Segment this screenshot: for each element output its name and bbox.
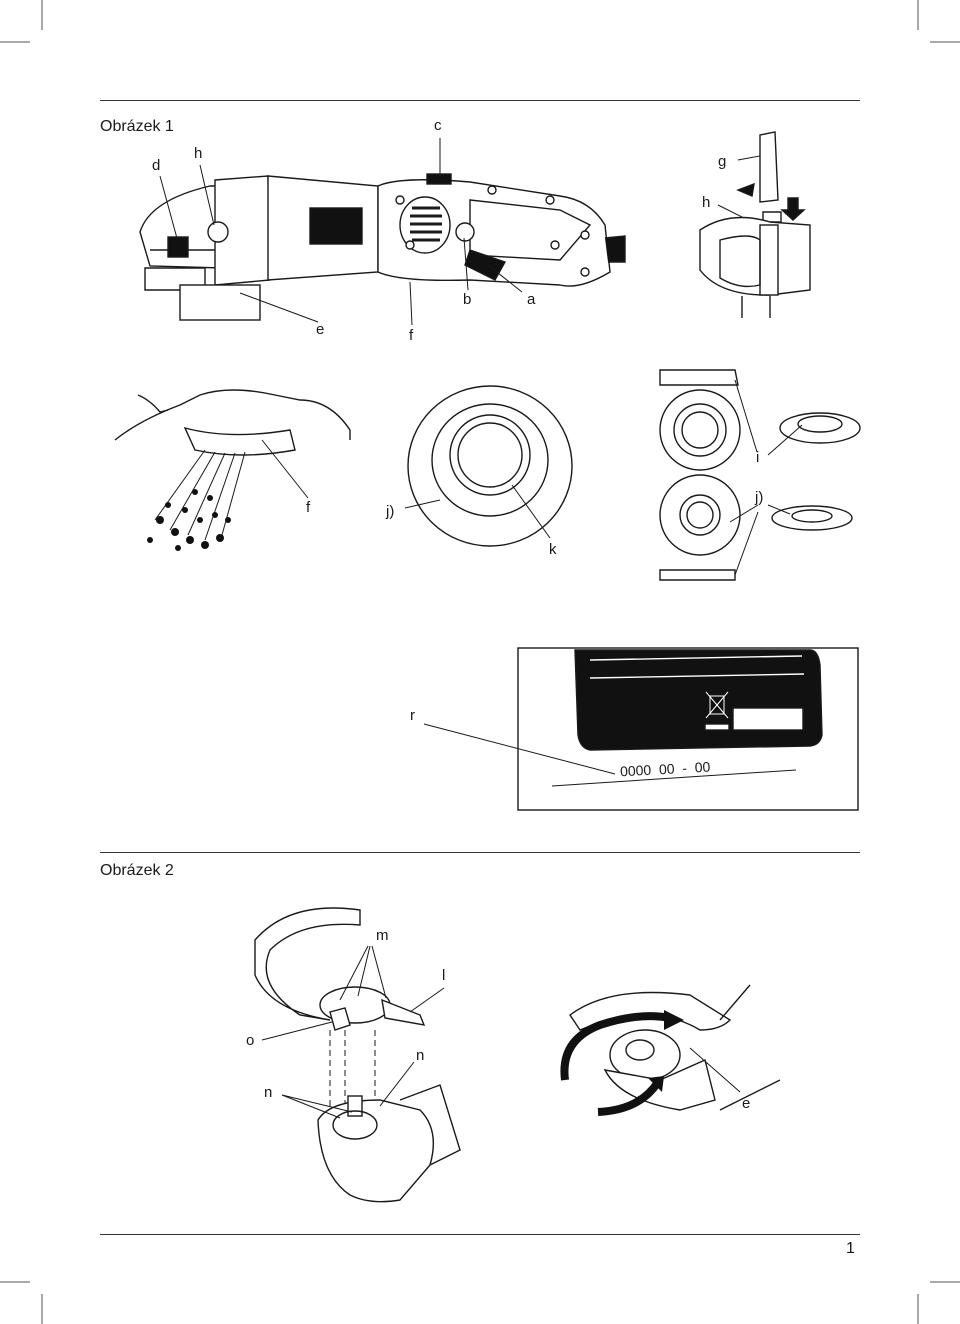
flange-ring-illustration (404, 385, 573, 547)
label-n-lower: n (264, 1084, 273, 1101)
label-j-flange: j) (755, 489, 764, 506)
flanges-illustration (659, 369, 861, 581)
label-b: b (463, 291, 472, 308)
label-f-vent: f (306, 499, 311, 516)
label-o: o (246, 1032, 255, 1049)
label-f: f (409, 327, 414, 344)
figure1-title: Obrázek 1 (100, 118, 174, 135)
label-j-ring: j) (386, 503, 395, 520)
label-l: l (442, 967, 446, 984)
middle-rule (100, 852, 860, 853)
label-m: m (376, 927, 389, 944)
label-h-side: h (702, 194, 711, 211)
guard-rotation-illustration (560, 984, 781, 1116)
side-handle-illustration (699, 131, 811, 318)
grinder-illustration (139, 173, 626, 321)
label-e-fig2: e (742, 1095, 751, 1112)
rating-plate-illustration (423, 647, 859, 811)
bottom-rule (100, 1234, 860, 1235)
label-i: i (756, 449, 760, 466)
label-d: d (152, 157, 161, 174)
label-g: g (718, 153, 727, 170)
label-h: h (194, 145, 203, 162)
label-n-upper: n (416, 1047, 425, 1064)
label-e: e (316, 321, 325, 338)
top-rule (100, 100, 860, 101)
label-k: k (549, 541, 557, 558)
air-vent-illustration (114, 389, 351, 551)
figure2-title: Obrázek 2 (100, 862, 174, 879)
label-c: c (434, 117, 442, 134)
page-number: 1 (846, 1240, 855, 1257)
guard-mounting-illustration (254, 907, 461, 1203)
label-a: a (527, 291, 536, 308)
label-r: r (410, 707, 415, 724)
